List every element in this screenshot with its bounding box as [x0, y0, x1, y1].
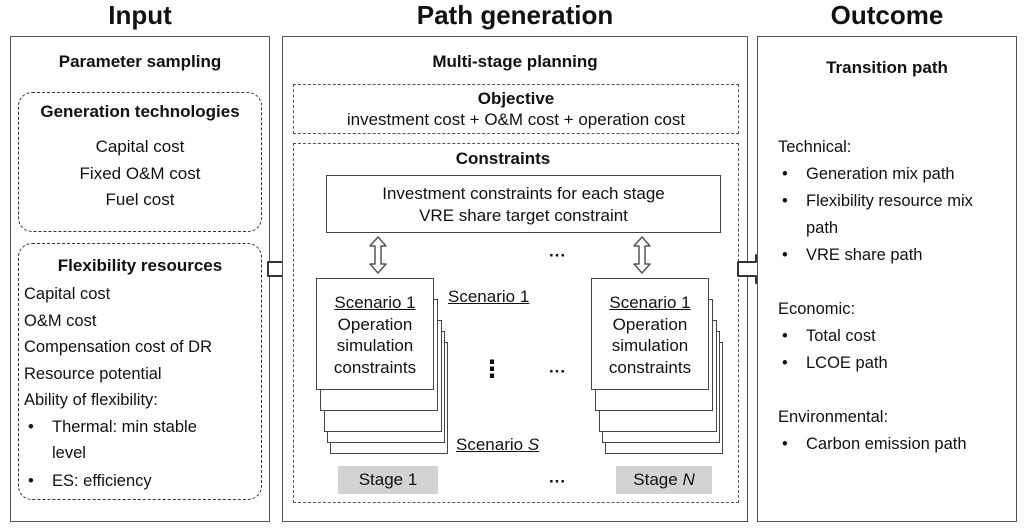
investment-constraints-line: Investment constraints for each stage [382, 184, 665, 203]
flex-item: Compensation cost of DR [24, 338, 213, 356]
horizontal-ellipsis: ··· [549, 472, 566, 491]
scenario-card-text: constraints [333, 358, 417, 377]
flex-item: Resource potential [24, 365, 162, 383]
stage-n-variable: N [682, 470, 695, 489]
economic-item: LCOE path [782, 354, 888, 373]
objective-text: investment cost + O&M cost + operation c… [346, 110, 686, 129]
outcome-column-title: Outcome [830, 0, 944, 30]
technical-item: Generation mix path [782, 165, 955, 184]
flex-item: Capital cost [24, 285, 111, 303]
double-arrow-icon [369, 236, 387, 274]
objective-title: Objective [477, 89, 555, 108]
generation-technologies-title: Generation technologies [40, 102, 240, 121]
scenario-card-text: simulation [611, 336, 689, 355]
horizontal-ellipsis: ··· [549, 246, 566, 265]
scenario-card-front: Scenario 1 Operation simulation constrai… [316, 278, 434, 390]
flex-item: Ability of flexibility: [24, 391, 158, 409]
economic-heading: Economic: [778, 300, 856, 318]
flexibility-resources-title: Flexibility resources [57, 256, 223, 275]
stage-n-label: Stage N [616, 466, 712, 494]
technical-item-continued: path [806, 219, 839, 237]
flexibility-resources-box [18, 243, 262, 500]
scenario-s-variable: S [527, 435, 540, 454]
scenario-1-label: Scenario 1 [448, 287, 530, 306]
flex-bullet-item: Thermal: min stable [28, 418, 197, 437]
generation-technologies-box [18, 92, 262, 232]
gen-tech-item: Fixed O&M cost [79, 164, 201, 183]
objective-box [293, 84, 739, 134]
scenario-card-front: Scenario 1 Operation simulation constrai… [591, 278, 709, 390]
investment-constraints-box [326, 175, 721, 233]
constraints-box [293, 143, 739, 503]
environmental-heading: Environmental: [778, 408, 889, 426]
scenario-s-prefix: Scenario [456, 435, 528, 454]
economic-item: Total cost [782, 327, 876, 346]
gen-tech-item: Fuel cost [105, 190, 175, 209]
scenario-card-text: Operation [612, 315, 688, 334]
vertical-dots: ⋮ [480, 356, 504, 383]
input-panel [10, 36, 270, 522]
parameter-sampling-heading: Parameter sampling [58, 52, 222, 71]
multi-stage-planning-heading: Multi-stage planning [432, 52, 598, 71]
scenario-s-label: Scenario S [456, 435, 539, 455]
technical-item: Flexibility resource mix [782, 192, 973, 211]
horizontal-ellipsis: ··· [549, 362, 566, 381]
double-arrow-icon [633, 236, 651, 274]
scenario-card-title: Scenario 1 [334, 293, 416, 312]
scenario-card-text: Operation [337, 315, 413, 334]
scenario-card-text: constraints [608, 358, 692, 377]
technical-item: VRE share path [782, 246, 923, 265]
input-column-title: Input [108, 0, 172, 30]
path-generation-column-title: Path generation [416, 0, 614, 30]
stage-n-prefix: Stage [633, 470, 683, 489]
technical-heading: Technical: [778, 138, 852, 156]
stage-1-label: Stage 1 [338, 466, 438, 494]
scenario-card-text: simulation [336, 336, 414, 355]
flex-item: O&M cost [24, 312, 97, 330]
flex-bullet-item-continued: level [52, 444, 86, 462]
scenario-card-title: Scenario 1 [609, 293, 691, 312]
flex-bullet-item: ES: efficiency [28, 472, 152, 491]
gen-tech-item: Capital cost [95, 137, 185, 156]
vre-share-constraint-line: VRE share target constraint [419, 206, 628, 225]
transition-path-heading: Transition path [826, 58, 948, 77]
constraints-title: Constraints [455, 149, 551, 168]
environmental-item: Carbon emission path [782, 435, 966, 454]
